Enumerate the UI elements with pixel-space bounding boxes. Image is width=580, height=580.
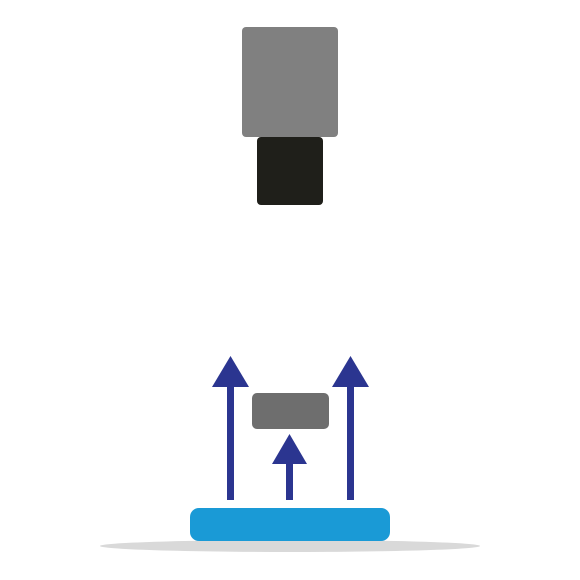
camera (242, 27, 338, 205)
backlight-panel-icon (190, 508, 390, 541)
camera-lens-icon (257, 137, 323, 205)
object-block-icon (252, 393, 329, 429)
right-light-arrow-icon (332, 356, 369, 500)
light-arrows (212, 356, 369, 500)
center-light-arrow-icon (272, 434, 307, 500)
floor-shadow (100, 540, 480, 552)
camera-body-icon (242, 27, 338, 137)
left-light-arrow-icon (212, 356, 249, 500)
